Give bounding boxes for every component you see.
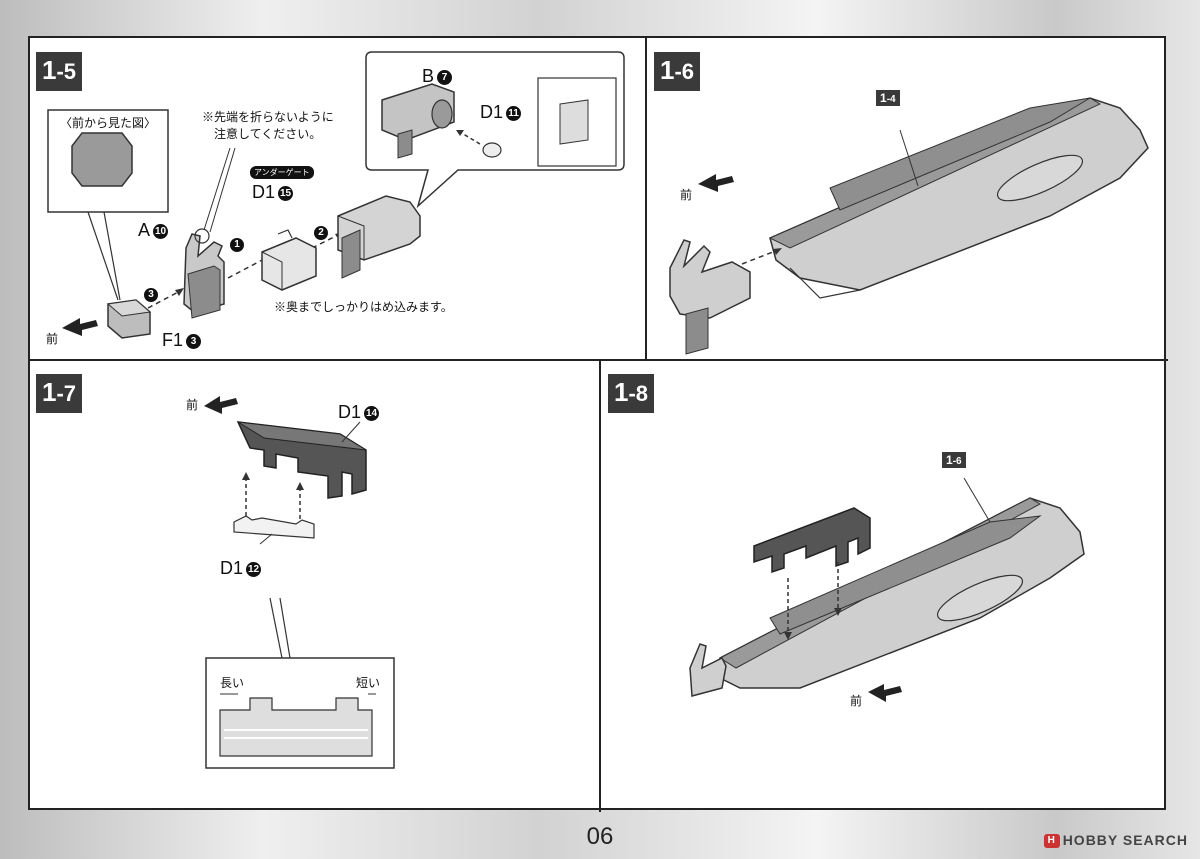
step-1-8-illustration	[689, 477, 1085, 702]
ref-step-1-4: 1-4	[876, 90, 900, 106]
step-number: 1	[614, 377, 629, 407]
watermark-logo: H	[1043, 834, 1060, 849]
front-direction-label: 前	[850, 694, 863, 708]
step-number: 1	[42, 377, 57, 407]
sheet-drawings	[30, 38, 1168, 812]
part-code: B	[422, 66, 435, 86]
ref-step-number: 1	[946, 453, 953, 467]
ref-step-sub: -4	[886, 94, 896, 105]
step-1-5-illustration	[47, 51, 625, 339]
step-number: 1	[660, 55, 675, 85]
step-sub-number: -6	[674, 59, 695, 84]
part-number-badge: 11	[506, 105, 522, 121]
front-view-title: 〈前から見た図〉	[60, 116, 157, 130]
caution-line-2: 注意してください。	[214, 127, 322, 141]
step-sub-number: -5	[56, 59, 77, 84]
page-number: 06	[586, 823, 614, 850]
step-badge-1-5: 1-5	[36, 52, 83, 91]
part-code: F1	[162, 330, 184, 350]
fit-note: ※奥までしっかりはめ込みます。	[274, 300, 453, 314]
step-1-6-illustration	[669, 97, 1149, 355]
part-number-badge: 14	[364, 405, 380, 421]
instruction-sheet: 1-5 〈前から見た図〉 ※先端を折らないように 注意してください。 アンダーゲ…	[28, 36, 1168, 812]
part-code: D1	[480, 102, 504, 122]
part-number-badge: 10	[153, 223, 169, 239]
part-code: A	[138, 220, 151, 240]
part-number-badge: 7	[437, 69, 453, 85]
under-gate-tag: アンダーゲート	[250, 166, 314, 179]
part-number-badge: 3	[186, 333, 202, 349]
part-number-badge: 15	[278, 185, 294, 201]
assembly-order-3: 3	[144, 288, 158, 302]
part-code: D1	[252, 182, 276, 202]
assembly-order-1: 1	[230, 238, 244, 252]
step-badge-1-8: 1-8	[608, 374, 655, 413]
front-direction-label: 前	[186, 398, 199, 412]
part-code: D1	[220, 558, 244, 578]
step-sub-number: -8	[628, 381, 649, 406]
ref-step-number: 1	[880, 91, 887, 105]
front-direction-label: 前	[46, 332, 59, 346]
caution-line-1: ※先端を折らないように	[202, 110, 334, 124]
step-1-7-illustration	[204, 396, 395, 769]
part-number-badge: 12	[246, 561, 262, 577]
step-badge-1-7: 1-7	[36, 374, 83, 413]
step-sub-number: -7	[56, 381, 77, 406]
front-direction-label: 前	[680, 188, 693, 202]
ref-step-1-6: 1-6	[942, 452, 966, 468]
ref-step-sub: -6	[952, 456, 962, 467]
short-side-label: 短い	[356, 676, 381, 690]
part-code: D1	[338, 402, 362, 422]
watermark-text: HOBBY SEARCH	[1062, 832, 1188, 848]
step-number: 1	[42, 55, 57, 85]
step-badge-1-6: 1-6	[654, 52, 701, 91]
assembly-order-2: 2	[314, 226, 328, 240]
long-side-label: 長い	[220, 676, 245, 690]
